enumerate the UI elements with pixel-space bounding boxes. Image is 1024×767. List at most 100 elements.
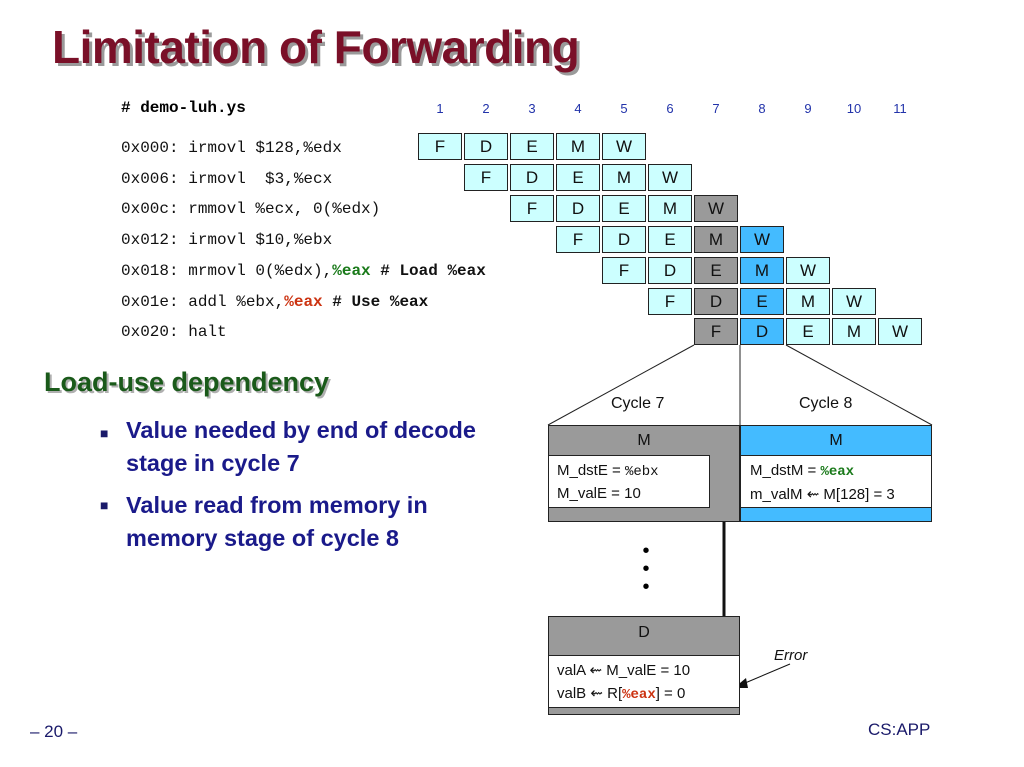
vala-value: M_valE = 10 [602,662,691,679]
cycle-number: 3 [528,101,536,116]
stage-cell: E [740,288,784,315]
instruction-comment: # Use %eax [322,293,429,311]
bullet-icon: ■ [100,425,109,441]
stage-cell: W [786,257,830,284]
stage-cell: D [556,195,600,222]
stage-cell: F [648,288,692,315]
instruction-text: 0x01e: addl %ebx, [121,293,285,311]
assign-arrow-icon: ⇜ [589,662,603,679]
vala-line: valA ⇜ M_valE = 10 [557,661,690,679]
stage-cell: M [648,195,692,222]
stage-cell: M [694,226,738,253]
valb-label: valB [557,685,591,702]
cycle-number: 2 [482,101,490,116]
instruction-line-load: 0x018: mrmovl 0(%edx),%eax # Load %eax [121,261,486,281]
stage-cell: M [740,257,784,284]
stage-cell: D [648,257,692,284]
zoom-line-right [785,344,933,426]
m-dste-value: %ebx [624,464,659,480]
d-register-box [548,655,740,708]
assign-arrow-icon: ⇜ [590,685,603,702]
register-eax: %eax [332,262,371,280]
stage-cell: E [648,226,692,253]
m-vale-line: M_valE = 10 [557,485,641,502]
stage-cell: W [694,195,738,222]
bullet-text: Value read from memory in memory stage o… [126,492,428,551]
m-valm-line: m_valM ⇜ M[128] = 3 [750,485,895,503]
stage-cell: M [556,133,600,160]
m-dstm-label: M_dstM = [750,462,821,479]
bullet-icon: ■ [100,497,109,513]
brand-label: CS:APP [868,720,931,739]
instruction-text: 0x018: mrmovl 0(%edx), [121,262,333,280]
cycle-number: 7 [712,101,720,116]
instruction-line-use: 0x01e: addl %ebx,%eax # Use %eax [121,292,428,312]
valb-line: valB ⇜ R[%eax] = 0 [557,684,685,703]
stage-cell: W [878,318,922,345]
cycle-8-label: Cycle 8 [799,395,853,412]
section-heading: Load-use dependency [44,367,330,397]
page-title: Limitation of Forwarding [52,21,580,73]
register-eax: %eax [284,293,323,311]
cycle-8-m-register-box [740,455,932,508]
stage-cell: M [602,164,646,191]
stage-label: M [637,432,651,449]
instruction-line: 0x012: irmovl $10,%ebx [121,231,333,249]
stage-cell: E [510,133,554,160]
stage-cell: F [510,195,554,222]
instruction-line: 0x000: irmovl $128,%edx [121,139,342,157]
stage-cell: W [602,133,646,160]
stage-cell: E [694,257,738,284]
cycle-number: 4 [574,101,582,116]
stage-cell: D [740,318,784,345]
stage-label: M [829,432,843,449]
zoom-line-left [547,344,695,426]
m-valm-label: m_valM [750,486,807,503]
error-label: Error [774,647,808,664]
cycle-number: 1 [436,101,444,116]
vala-label: valA [557,662,590,679]
instruction-comment: # Load %eax [370,262,486,280]
valb-result: ] = 0 [655,685,686,702]
m-dste-line: M_dstE = %ebx [557,462,659,480]
ellipsis-dots: • • • [640,540,652,598]
stage-cell: W [740,226,784,253]
bullet-text: Value needed by end of decode stage in c… [126,417,476,476]
dot: • [642,540,650,562]
stage-cell: F [556,226,600,253]
cycle-number: 8 [758,101,766,116]
dot: • [642,576,650,598]
register-eax: %eax [622,687,656,703]
stage-cell: D [510,164,554,191]
stage-cell: D [694,288,738,315]
cycle-number: 5 [620,101,628,116]
stage-cell: M [786,288,830,315]
instruction-line: 0x020: halt [121,323,227,341]
m-valm-value: M[128] = 3 [819,486,895,503]
m-dste-label: M_dstE = [557,462,625,479]
assign-arrow-icon: ⇜ [806,486,820,503]
cycle-7-m-register-box [548,455,710,508]
stage-cell: D [602,226,646,253]
stage-cell: F [464,164,508,191]
dot: • [642,558,650,580]
instruction-line: 0x006: irmovl $3,%ecx [121,170,333,188]
stage-cell: W [832,288,876,315]
stage-cell: M [832,318,876,345]
m-dstm-line: M_dstM = %eax [750,462,854,480]
stage-cell: F [694,318,738,345]
stage-cell: E [786,318,830,345]
cycle-number: 9 [804,101,812,116]
cycle-number: 6 [666,101,674,116]
stage-cell: D [464,133,508,160]
program-header: # demo-luh.ys [121,99,246,117]
cycle-7-label: Cycle 7 [611,395,665,412]
cycle-number: 10 [846,101,862,116]
page-number: – 20 – [30,722,78,741]
stage-cell: F [418,133,462,160]
stage-cell: E [556,164,600,191]
valb-text: R[ [602,685,623,702]
stage-cell: E [602,195,646,222]
instruction-line: 0x00c: rmmovl %ecx, 0(%edx) [121,200,381,218]
stage-cell: W [648,164,692,191]
